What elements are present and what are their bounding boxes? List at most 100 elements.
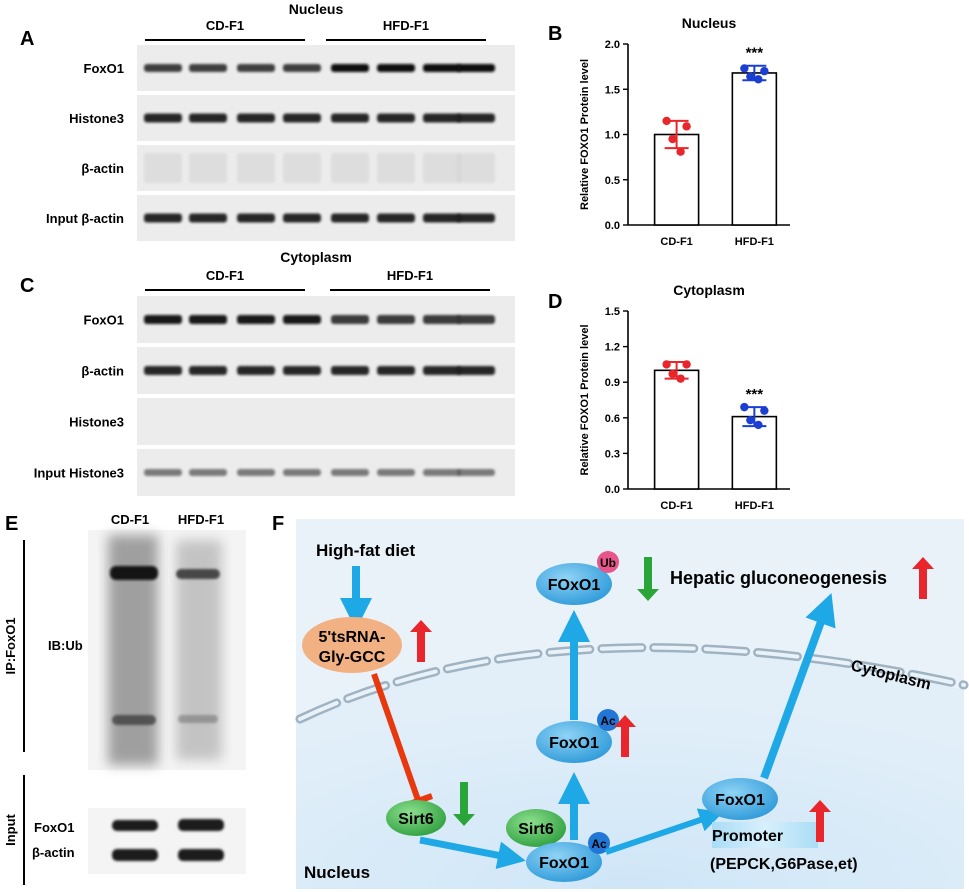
blot-a-row-label-4: Input β-actin (46, 211, 124, 226)
panel-label-f: F (272, 513, 284, 535)
chart-d-ytick-label-0: 0.0 (605, 484, 620, 496)
hepatic-gluconeogenesis-label: Hepatic gluconeogenesis (670, 568, 887, 588)
blot-a-row-label-3: β-actin (81, 161, 124, 176)
blot-c-group2: HFD-F1 (387, 268, 433, 283)
up-arrow-promoter (809, 800, 831, 842)
blot-c-group1: CD-F1 (206, 268, 244, 283)
chart-d-bar-2 (731, 415, 778, 490)
foxo1-node-acetylated (536, 721, 612, 763)
sirt6-label-1: Sirt6 (398, 811, 434, 828)
sirt6-node-2 (506, 809, 566, 847)
blot-a-band-r2-l2 (189, 113, 227, 123)
chart-d-bar-1 (653, 369, 700, 490)
target-genes-label: (PEPCK,G6Pase,et) (710, 856, 858, 873)
blot-a-band-r2-l8 (457, 113, 495, 123)
blot-a-row-label-2: Histone3 (69, 111, 124, 126)
ub-badge (597, 551, 619, 573)
blot-c-title: Cytoplasm (280, 249, 352, 265)
chart-d-category-label-2: HFD-F1 (735, 500, 774, 512)
nucleus-label: Nucleus (304, 863, 370, 882)
blot-e-col1: CD-F1 (111, 512, 149, 527)
chart-b-category-label-1: CD-F1 (660, 236, 692, 248)
foxo1-node-complex (526, 842, 602, 882)
blot-a-band-r3-l7 (423, 153, 461, 183)
tsrna-node (302, 617, 402, 673)
chart-b-point-2-4 (754, 75, 763, 84)
chart-b-point-1-3 (668, 134, 677, 144)
arrow-complex-to-promoter (605, 808, 724, 855)
blot-e-input-foxo1-band-1 (112, 820, 158, 831)
down-arrow-ubiquitination (637, 557, 659, 601)
panel-label-a: A (20, 28, 34, 50)
ac-label-complex: Ac (591, 837, 607, 851)
foxo1-node-promoter (702, 778, 778, 820)
sirt6-label-2: Sirt6 (518, 821, 554, 838)
blot-c-band-r2-l8 (457, 366, 495, 375)
blot-a-group2: HFD-F1 (383, 18, 429, 33)
blot-a-row-label-1: FoxO1 (84, 61, 124, 76)
blot-c-gel-row-3 (137, 398, 515, 445)
blot-e-input-label: Input (3, 813, 18, 845)
up-arrow-acetylation (614, 715, 636, 757)
blot-c-band-r1-l6 (377, 315, 415, 324)
blot-a-title: Nucleus (289, 1, 344, 17)
ub-label: Ub (600, 556, 616, 570)
blot-a-band-r4-l6 (377, 213, 415, 223)
blot-c-band-r1-l1 (144, 315, 182, 324)
blot-e-input-actin-band-1 (112, 849, 158, 861)
blot-a-band-r1-l8 (457, 64, 495, 72)
chart-b-point-1-4 (676, 147, 685, 156)
blot-c-band-r4-l1 (144, 469, 182, 476)
blot-a-band-r3-l1 (144, 153, 182, 183)
panel-label-d: D (548, 291, 562, 313)
chart-d-ytick-label-4: 1.2 (605, 342, 620, 354)
chart-b-ytick-label-1: 0.5 (605, 175, 620, 187)
chart-b-point-1-1 (662, 116, 671, 126)
blot-c-band-r2-l7 (423, 366, 461, 375)
up-arrow-gluconeogenesis (912, 557, 934, 599)
blot-a-band-r4-l4 (283, 213, 321, 223)
blot-a-band-r2-l5 (331, 113, 369, 123)
blot-c-band-r2-l3 (237, 366, 275, 375)
blot-a-band-r2-l1 (144, 113, 182, 123)
blot-c-band-r4-l7 (423, 469, 461, 476)
blot-e-input-actin-band-2 (178, 849, 224, 861)
chart-d-point-1-2 (682, 360, 691, 369)
chart-d-point-1-4 (676, 374, 685, 383)
blot-c-band-r2-l4 (283, 366, 321, 375)
chart-b-title: Nucleus (682, 15, 737, 31)
blot-c-row-label-2: β-actin (81, 364, 124, 379)
foxo1-label-ubiquitinated: FOxO1 (548, 577, 601, 594)
blot-c-band-r1-l8 (457, 315, 495, 324)
change-indicators (410, 557, 934, 842)
chart-d-point-2-2 (760, 406, 769, 415)
blot-a-band-r3-l4 (283, 153, 321, 183)
tsrna-label-line2: Gly-GCC (319, 649, 386, 666)
foxo1-node-ubiquitinated (536, 563, 612, 605)
blot-a-band-r1-l3 (237, 64, 275, 72)
blot-a-band-r1-l5 (331, 64, 369, 72)
ac-label-acetylated: Ac (600, 714, 616, 728)
blot-a-band-r3-l3 (237, 153, 275, 183)
chart-b-significance: *** (746, 45, 764, 62)
blot-a-band-r4-l7 (423, 213, 461, 223)
blot-c-row-label-4: Input Histone3 (34, 466, 124, 481)
blot-a-band-r2-l4 (283, 113, 321, 123)
chart-d-point-2-3 (746, 415, 755, 425)
blot-c-row-label-1: FoxO1 (84, 313, 124, 328)
blot-a-band-r4-l5 (331, 213, 369, 223)
high-fat-diet-label: High-fat diet (316, 541, 415, 560)
blot-a-band-r4-l8 (457, 213, 495, 223)
blot-c-band-r4-l3 (237, 469, 275, 476)
blot-c-band-r1-l2 (189, 315, 227, 324)
panel-label-e: E (5, 513, 18, 535)
chart-d-point-1-3 (668, 369, 677, 379)
promoter-label: Promoter (712, 828, 783, 845)
blot-c-band-r2-l6 (377, 366, 415, 375)
blot-a-band-r3-l2 (189, 153, 227, 183)
blot-a-group1: CD-F1 (206, 18, 244, 33)
chart-d-point-1-1 (662, 360, 671, 369)
chart-d-ytick-label-5: 1.5 (605, 306, 620, 318)
